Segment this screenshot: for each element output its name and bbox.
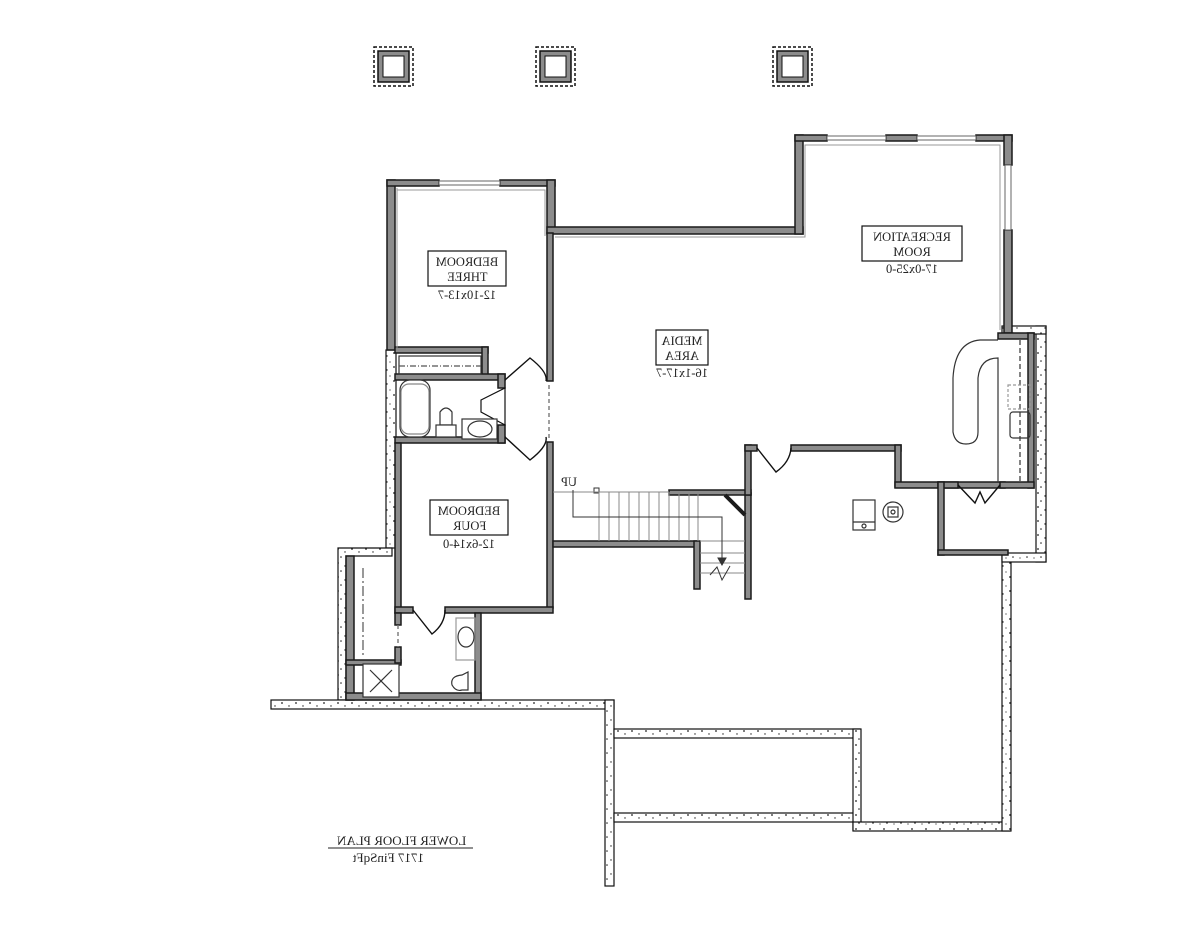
pier-icon — [535, 46, 576, 87]
stairs-up-label: UP — [561, 475, 577, 489]
toilet-icon — [439, 407, 453, 426]
kitchen-sink-icon — [1009, 411, 1031, 439]
svg-text:RECREATION: RECREATION — [873, 230, 951, 244]
room-label-bedroom-three: BEDROOM THREE 12-10x13-7 — [427, 250, 507, 302]
svg-text:BEDROOM: BEDROOM — [438, 504, 501, 518]
column-piers — [373, 46, 813, 87]
doors — [397, 357, 1001, 647]
svg-text:MEDIA: MEDIA — [662, 334, 703, 348]
svg-text:THREE: THREE — [447, 270, 488, 284]
bathtub-icon — [399, 379, 431, 438]
svg-text:12-6x14-0: 12-6x14-0 — [443, 537, 495, 551]
svg-text:16-1x17-7: 16-1x17-7 — [656, 366, 708, 380]
room-label-media-area: MEDIA AREA 16-1x17-7 — [655, 329, 709, 380]
drawing-title: LOWER FLOOR PLAN — [336, 833, 466, 848]
pier-icon — [373, 46, 414, 87]
svg-text:ROOM: ROOM — [893, 245, 931, 259]
staircase[interactable] — [553, 487, 747, 582]
foundation-walls — [270, 325, 1047, 887]
bath-fixtures — [362, 355, 498, 698]
room-label-bedroom-four: BEDROOM FOUR 12-6x14-0 — [429, 499, 509, 551]
kitchen-bar — [952, 339, 1031, 482]
svg-text:BEDROOM: BEDROOM — [436, 255, 499, 269]
drawing-title-block: LOWER FLOOR PLAN 1717 FinSqFt — [328, 833, 473, 865]
sink-icon-2 — [457, 626, 475, 648]
svg-text:17-0x25-0: 17-0x25-0 — [886, 262, 938, 276]
pier-icon — [772, 46, 813, 87]
svg-text:12-10x13-7: 12-10x13-7 — [438, 288, 496, 302]
svg-text:AREA: AREA — [665, 349, 699, 363]
windows — [438, 135, 1012, 231]
room-label-recreation-room: RECREATION ROOM 17-0x25-0 — [861, 225, 963, 276]
toilet-icon-2 — [451, 671, 469, 692]
framed-walls — [345, 134, 1035, 701]
mechanical-equipment — [852, 499, 904, 531]
drawing-subtitle: 1717 FinSqFt — [352, 850, 424, 865]
finish-lines — [396, 144, 1001, 348]
svg-text:FOUR: FOUR — [452, 519, 486, 533]
